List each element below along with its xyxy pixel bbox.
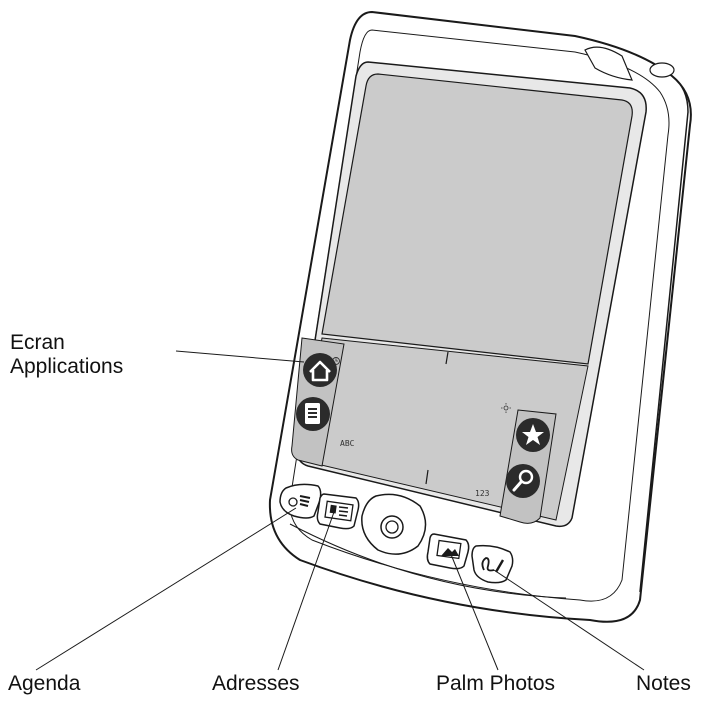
navigator-icon bbox=[380, 515, 404, 539]
menu-button[interactable] bbox=[296, 397, 330, 431]
stylus-top bbox=[584, 46, 633, 81]
agenda-button[interactable] bbox=[279, 483, 322, 519]
graffiti-abc-label: ABC bbox=[340, 439, 355, 448]
label-notes: Notes bbox=[636, 672, 691, 695]
graffiti-divider-bottom bbox=[425, 469, 429, 485]
callout-line-photos bbox=[449, 551, 499, 671]
calendar-icon bbox=[288, 495, 311, 507]
graffiti-123-label: 123 bbox=[475, 489, 490, 498]
callout-line-ecran bbox=[175, 350, 305, 363]
callout-line-notes bbox=[493, 569, 645, 671]
label-ecran-line1: Ecran bbox=[10, 331, 65, 354]
label-palm-photos: Palm Photos bbox=[436, 672, 556, 695]
find-button[interactable] bbox=[506, 464, 540, 498]
palm-photos-button[interactable] bbox=[426, 533, 470, 570]
notes-button[interactable] bbox=[471, 544, 514, 584]
favorites-button[interactable] bbox=[516, 418, 550, 452]
magnifier-icon bbox=[512, 469, 534, 492]
contact-card-icon bbox=[324, 500, 354, 522]
label-ecran-applications: Ecran Applications bbox=[10, 331, 123, 379]
note-icon bbox=[481, 557, 505, 573]
lcd-screen bbox=[321, 73, 633, 365]
device-edge bbox=[639, 75, 689, 593]
label-adresses: Adresses bbox=[212, 672, 300, 695]
menu-icon bbox=[305, 403, 320, 424]
graffiti-divider-top bbox=[445, 351, 449, 365]
power-button bbox=[649, 62, 675, 78]
navigator-button[interactable] bbox=[361, 493, 427, 555]
home-button[interactable] bbox=[303, 353, 337, 387]
adresses-button[interactable] bbox=[316, 493, 360, 530]
brightness-icon bbox=[501, 403, 511, 413]
label-ecran-line2: Applications bbox=[10, 355, 124, 378]
callout-line-adresses bbox=[277, 511, 335, 671]
home-icon bbox=[309, 360, 331, 382]
star-icon bbox=[522, 424, 544, 445]
label-agenda: Agenda bbox=[8, 672, 81, 695]
callout-line-agenda bbox=[35, 507, 297, 671]
